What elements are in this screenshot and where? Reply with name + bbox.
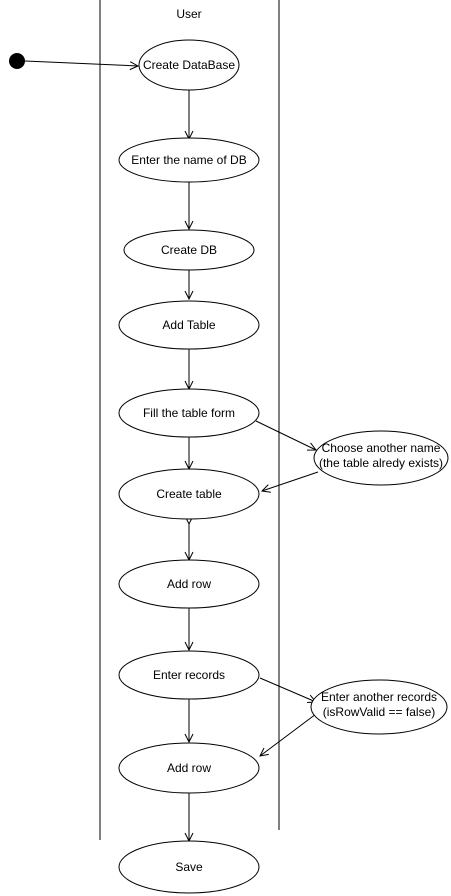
node-enter-db-name: Enter the name of DB bbox=[118, 137, 260, 183]
node-enter-records: Enter records bbox=[118, 650, 260, 700]
edge-fill-form-to-choose-name bbox=[255, 420, 316, 450]
node-choose-another-name: Choose another name (the table alredy ex… bbox=[313, 430, 449, 486]
node-add-table: Add Table bbox=[118, 300, 260, 350]
node-enter-another-records-line2: (isRowValid == false) bbox=[323, 705, 436, 719]
node-create-database: Create DataBase bbox=[138, 39, 240, 91]
node-enter-db-name-label: Enter the name of DB bbox=[131, 153, 246, 167]
node-create-table: Create table bbox=[118, 468, 260, 520]
node-choose-another-name-line2: (the table alredy exists) bbox=[319, 456, 443, 470]
node-create-db: Create DB bbox=[123, 229, 255, 271]
node-create-db-label: Create DB bbox=[161, 243, 217, 257]
node-add-table-label: Add Table bbox=[162, 318, 215, 332]
node-create-table-label: Create table bbox=[156, 487, 222, 501]
swimlane-label: User bbox=[176, 7, 201, 21]
edge-start-to-create-database bbox=[24, 60, 138, 66]
node-create-database-label: Create DataBase bbox=[143, 58, 235, 72]
node-enter-records-label: Enter records bbox=[153, 668, 225, 682]
node-save: Save bbox=[118, 840, 260, 894]
node-enter-another-records-line1: Enter another records bbox=[321, 690, 437, 704]
edge-enter-records-to-enter-another bbox=[259, 677, 316, 702]
node-add-row-1-label: Add row bbox=[167, 577, 211, 591]
start-node bbox=[9, 53, 25, 69]
edge-choose-name-to-create-table bbox=[262, 471, 319, 491]
node-choose-another-name-line1: Choose another name bbox=[322, 441, 441, 455]
node-add-row-2-label: Add row bbox=[167, 761, 211, 775]
node-save-label: Save bbox=[175, 860, 203, 874]
node-add-row-1: Add row bbox=[118, 559, 260, 609]
node-enter-another-records: Enter another records (isRowValid == fal… bbox=[310, 679, 448, 735]
edge-enter-another-to-add-row-2 bbox=[260, 713, 317, 756]
node-add-row-2: Add row bbox=[118, 742, 260, 794]
node-fill-table-form: Fill the table form bbox=[118, 388, 260, 438]
node-fill-table-form-label: Fill the table form bbox=[143, 406, 235, 420]
